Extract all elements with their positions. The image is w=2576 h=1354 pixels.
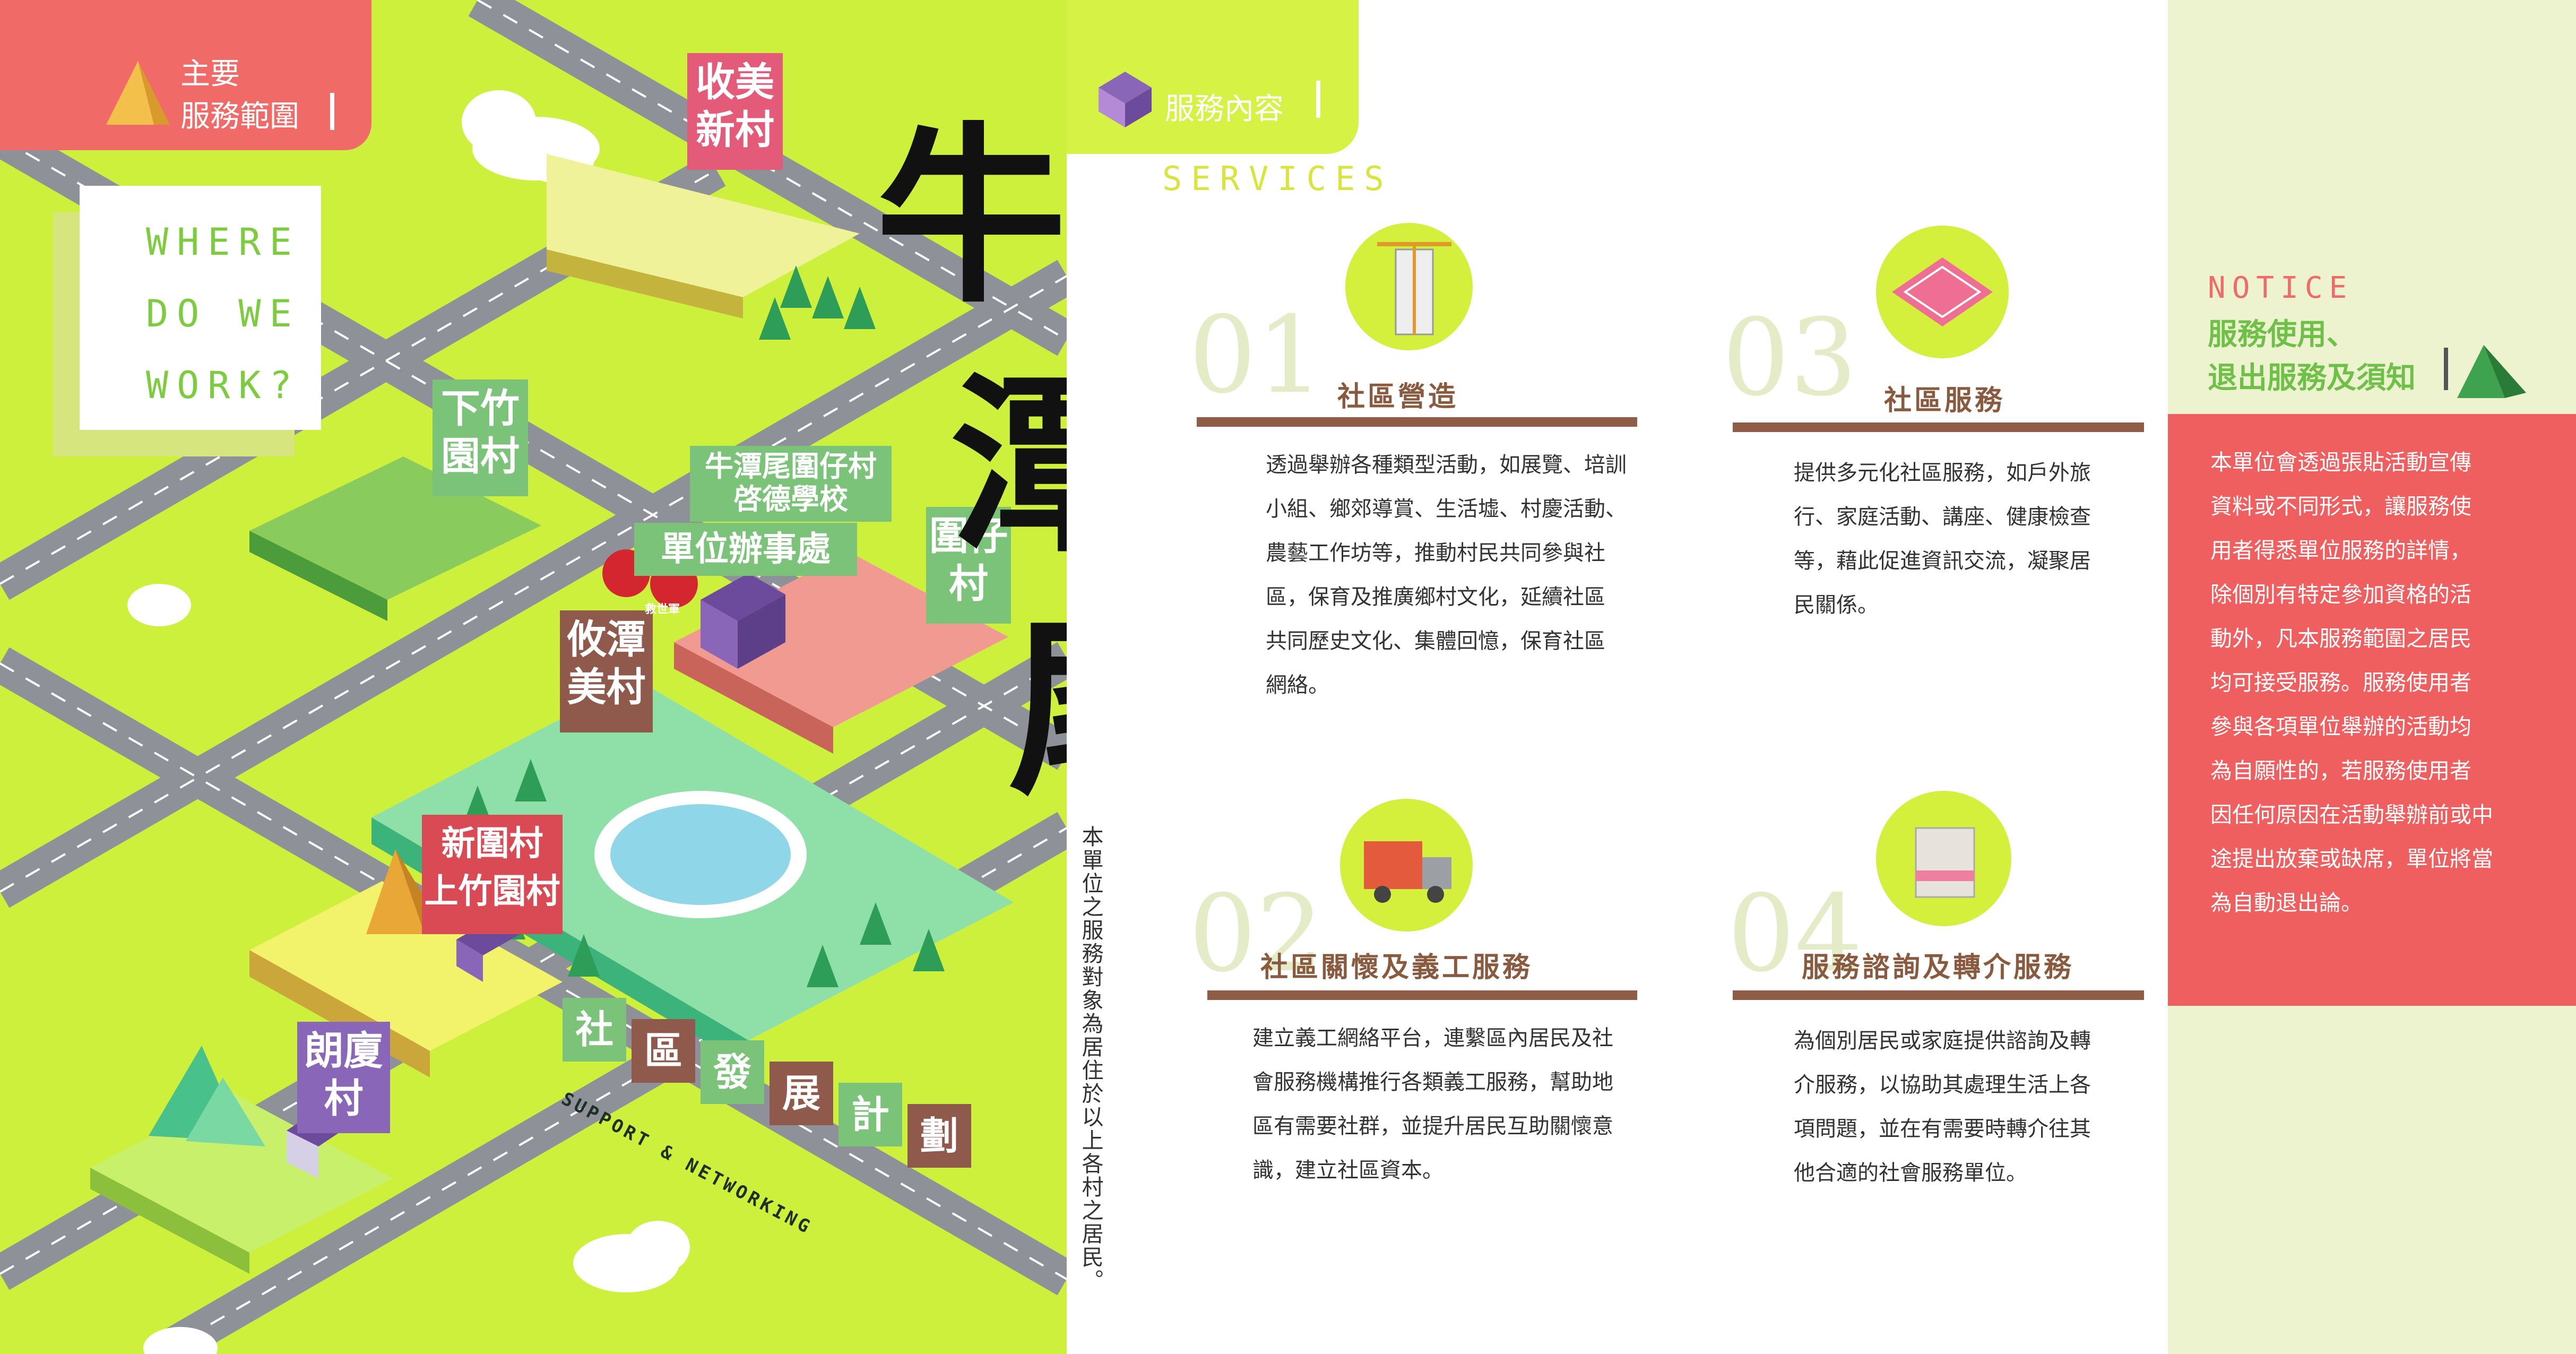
truck-icon xyxy=(1340,799,1473,932)
office-sign-school: 牛潭尾圍仔村 啓德學校 xyxy=(690,446,892,522)
village-sign-v5: 新圍村上竹園村 xyxy=(422,815,563,934)
map-panel: 主要 服務範圍 WHERE DO WE WORK? 收美新村 下竹園村 圍仔村 … xyxy=(0,0,1067,1354)
service-title-04: 服務諮詢及轉介服務 xyxy=(1802,952,2074,984)
program-char-1: 社 xyxy=(563,998,626,1062)
program-char-2: 區 xyxy=(632,1019,695,1083)
service-title-03: 社區服務 xyxy=(1884,385,2006,417)
notice-text: 本單位會透過張貼活動宣傳 資料或不同形式，讓服務使 用者得悉單位服務的詳情， 除… xyxy=(2210,450,2493,916)
tent-icon xyxy=(106,61,170,125)
services-en-label: SERVICES xyxy=(1162,159,1393,198)
village-sign-v4: 攸潭美村 xyxy=(560,610,653,732)
service-body-01: 透過舉辦各種類型活動，如展覽、培訓 小組、鄉郊導賞、生活墟、村慶活動、 農藝工作… xyxy=(1266,453,1627,697)
service-bar-03 xyxy=(1733,422,2144,432)
village-sign-v1: 收美新村 xyxy=(687,53,783,170)
service-area-tab: 主要 服務範圍 xyxy=(0,0,371,150)
program-char-3: 發 xyxy=(701,1040,764,1104)
service-body-04: 為個別居民或家庭提供諮詢及轉 介服務，以協助其處理生活上各 項問題，並在有需要時… xyxy=(1794,1029,2091,1185)
service-area-label-line1: 主要 xyxy=(180,57,240,91)
community-program-strip: 社 區 發 展 計 劃 SUPPORT & NETWORKING xyxy=(558,998,1067,1239)
construction-icon xyxy=(1345,223,1473,350)
services-panel xyxy=(1067,0,2168,1354)
notice-en-label: NOTICE xyxy=(2208,271,2354,305)
service-number-03: 03 xyxy=(1722,296,1857,420)
where-line3: WORK? xyxy=(146,364,300,407)
notice-box: 本單位會透過張貼活動宣傳 資料或不同形式，讓服務使 用者得悉單位服務的詳情， 除… xyxy=(2168,414,2576,1006)
service-number-02: 02 xyxy=(1189,872,1324,996)
notice-title: 服務使用、 退出服務及須知 xyxy=(2208,317,2416,395)
services-tab: 服務內容 xyxy=(1067,0,1359,154)
service-number-04: 04 xyxy=(1727,872,1863,996)
mountain-icon xyxy=(2457,345,2526,398)
where-do-we-work-box: WHERE DO WE WORK? xyxy=(80,186,321,430)
program-char-4: 展 xyxy=(770,1062,833,1125)
village-sign-v3: 圍仔村 xyxy=(926,507,1011,624)
service-number-01: 01 xyxy=(1189,294,1324,417)
service-area-label-line2: 服務範圍 xyxy=(180,99,299,134)
shop-icon xyxy=(1876,791,2011,926)
office-sign-unit: 單位辦事處 xyxy=(634,523,857,576)
header-divider xyxy=(330,93,334,130)
village-sign-v6: 朗廈村 xyxy=(297,1022,390,1133)
service-body-02: 建立義工網絡平台，連繫區內居民及社 會服務機構推行各類義工服務，幫助地 區有需要… xyxy=(1252,1026,1613,1183)
salvation-army-badge: 救世軍 xyxy=(645,603,680,616)
service-title-01: 社區營造 xyxy=(1337,381,1459,413)
services-label: 服務內容 xyxy=(1165,92,1284,126)
service-body-03: 提供多元化社區服務，如戶外旅 行、家庭活動、講座、健康檢查 等，藉此促進資訊交流… xyxy=(1794,461,2091,617)
village-sign-v2: 下竹園村 xyxy=(433,380,528,496)
service-bar-02 xyxy=(1207,990,1637,1000)
service-bar-04 xyxy=(1733,990,2144,1000)
where-line2: DO WE xyxy=(146,292,300,335)
title-glyph-1: 牛 xyxy=(876,106,1067,329)
services-divider xyxy=(1316,81,1320,118)
program-char-6: 劃 xyxy=(907,1104,971,1168)
notice-divider xyxy=(2444,348,2448,390)
sports-court-icon xyxy=(1876,226,2009,358)
where-line1: WHERE xyxy=(146,220,300,264)
program-char-5: 計 xyxy=(839,1083,902,1146)
service-bar-01 xyxy=(1197,417,1637,427)
service-scope-note: 本單位之服務對象為居住於以上各村之居民。 xyxy=(1078,825,1103,1292)
service-title-02: 社區關懷及義工服務 xyxy=(1260,952,1533,984)
house-icon xyxy=(1099,72,1152,127)
